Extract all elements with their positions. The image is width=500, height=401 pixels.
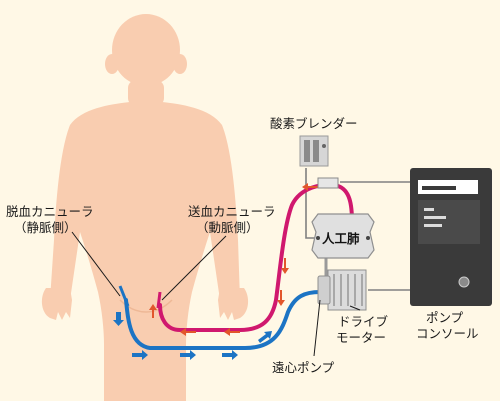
- venous-flow-arrows: [113, 312, 272, 360]
- label-drain-cannula: 脱血カニューラ: [6, 204, 94, 219]
- oxygenator-body: [311, 213, 375, 259]
- label-drain-cannula-sub: （静脈側）: [14, 220, 77, 235]
- venous-arrow: [132, 350, 148, 360]
- console-panel-line: [424, 224, 442, 227]
- arterial-arrow: [224, 328, 240, 336]
- tubing-connector: [317, 177, 339, 189]
- arterial-arrow: [277, 290, 285, 306]
- leader-drain-cannula: [71, 231, 121, 297]
- label-drive-motor-2: モーター: [336, 330, 386, 345]
- drive-motor-device: [327, 269, 367, 311]
- blender-gauge: [304, 140, 310, 162]
- label-oxygen-blender: 酸素ブレンダー: [270, 116, 358, 131]
- groin-line-left: [119, 299, 147, 313]
- venous-arrow: [222, 350, 238, 360]
- arterial-arrow: [302, 183, 318, 191]
- patient-neck: [128, 80, 164, 106]
- venous-arrow: [258, 331, 272, 343]
- label-drive-motor-1: ドライブ: [338, 314, 389, 329]
- pump-console-device: [410, 168, 492, 306]
- arterial-arrow: [281, 258, 289, 274]
- venous-arrow: [113, 312, 124, 326]
- patient-body: [41, 14, 249, 401]
- console-knob-icon: [458, 276, 470, 288]
- label-pump-console-1: ポンプ: [426, 310, 464, 325]
- venous-tubing: [124, 290, 322, 350]
- leader-centrifugal-pump: [313, 299, 321, 357]
- oxygen-blender-device: [299, 135, 329, 167]
- console-panel-line: [424, 216, 446, 219]
- blender-knob: [322, 144, 326, 148]
- label-centrifugal-pump: 遠心ポンプ: [272, 360, 335, 375]
- label-artificial-lung: 人工肺: [322, 231, 360, 246]
- groin-line-right: [145, 299, 173, 313]
- venous-arrow: [180, 350, 196, 360]
- centrifugal-pump-head: [317, 275, 331, 305]
- console-panel-line: [424, 208, 434, 211]
- artificial-lung-device: [311, 213, 375, 259]
- centrifugal-pump-device: [317, 275, 331, 305]
- arterial-flow-arrows: [149, 183, 318, 336]
- patient-ear-right: [173, 54, 187, 74]
- leader-return-cannula: [161, 235, 227, 301]
- drain-cannula-tip: [118, 285, 130, 307]
- arterial-tubing: [158, 182, 354, 332]
- patient-hand-right: [218, 288, 249, 320]
- console-display-bar: [422, 186, 456, 190]
- patient-ear-left: [105, 54, 119, 74]
- label-return-cannula: 送血カニューラ: [188, 204, 276, 219]
- oxygenator-port: [366, 236, 370, 240]
- label-pump-console-2: コンソール: [416, 326, 479, 341]
- blender-gauge: [313, 140, 319, 162]
- patient-torso: [50, 102, 240, 401]
- leader-lines: [71, 231, 361, 357]
- arterial-arrow: [180, 328, 196, 336]
- console-panel: [418, 200, 480, 244]
- leader-drive-motor: [349, 305, 361, 311]
- patient-head: [112, 14, 180, 86]
- arterial-arrow: [149, 304, 157, 318]
- patient-hand-left: [41, 288, 72, 320]
- return-cannula-tip: [156, 291, 162, 309]
- label-return-cannula-sub: （動脈側）: [196, 220, 259, 235]
- oxygenator-port: [316, 236, 320, 240]
